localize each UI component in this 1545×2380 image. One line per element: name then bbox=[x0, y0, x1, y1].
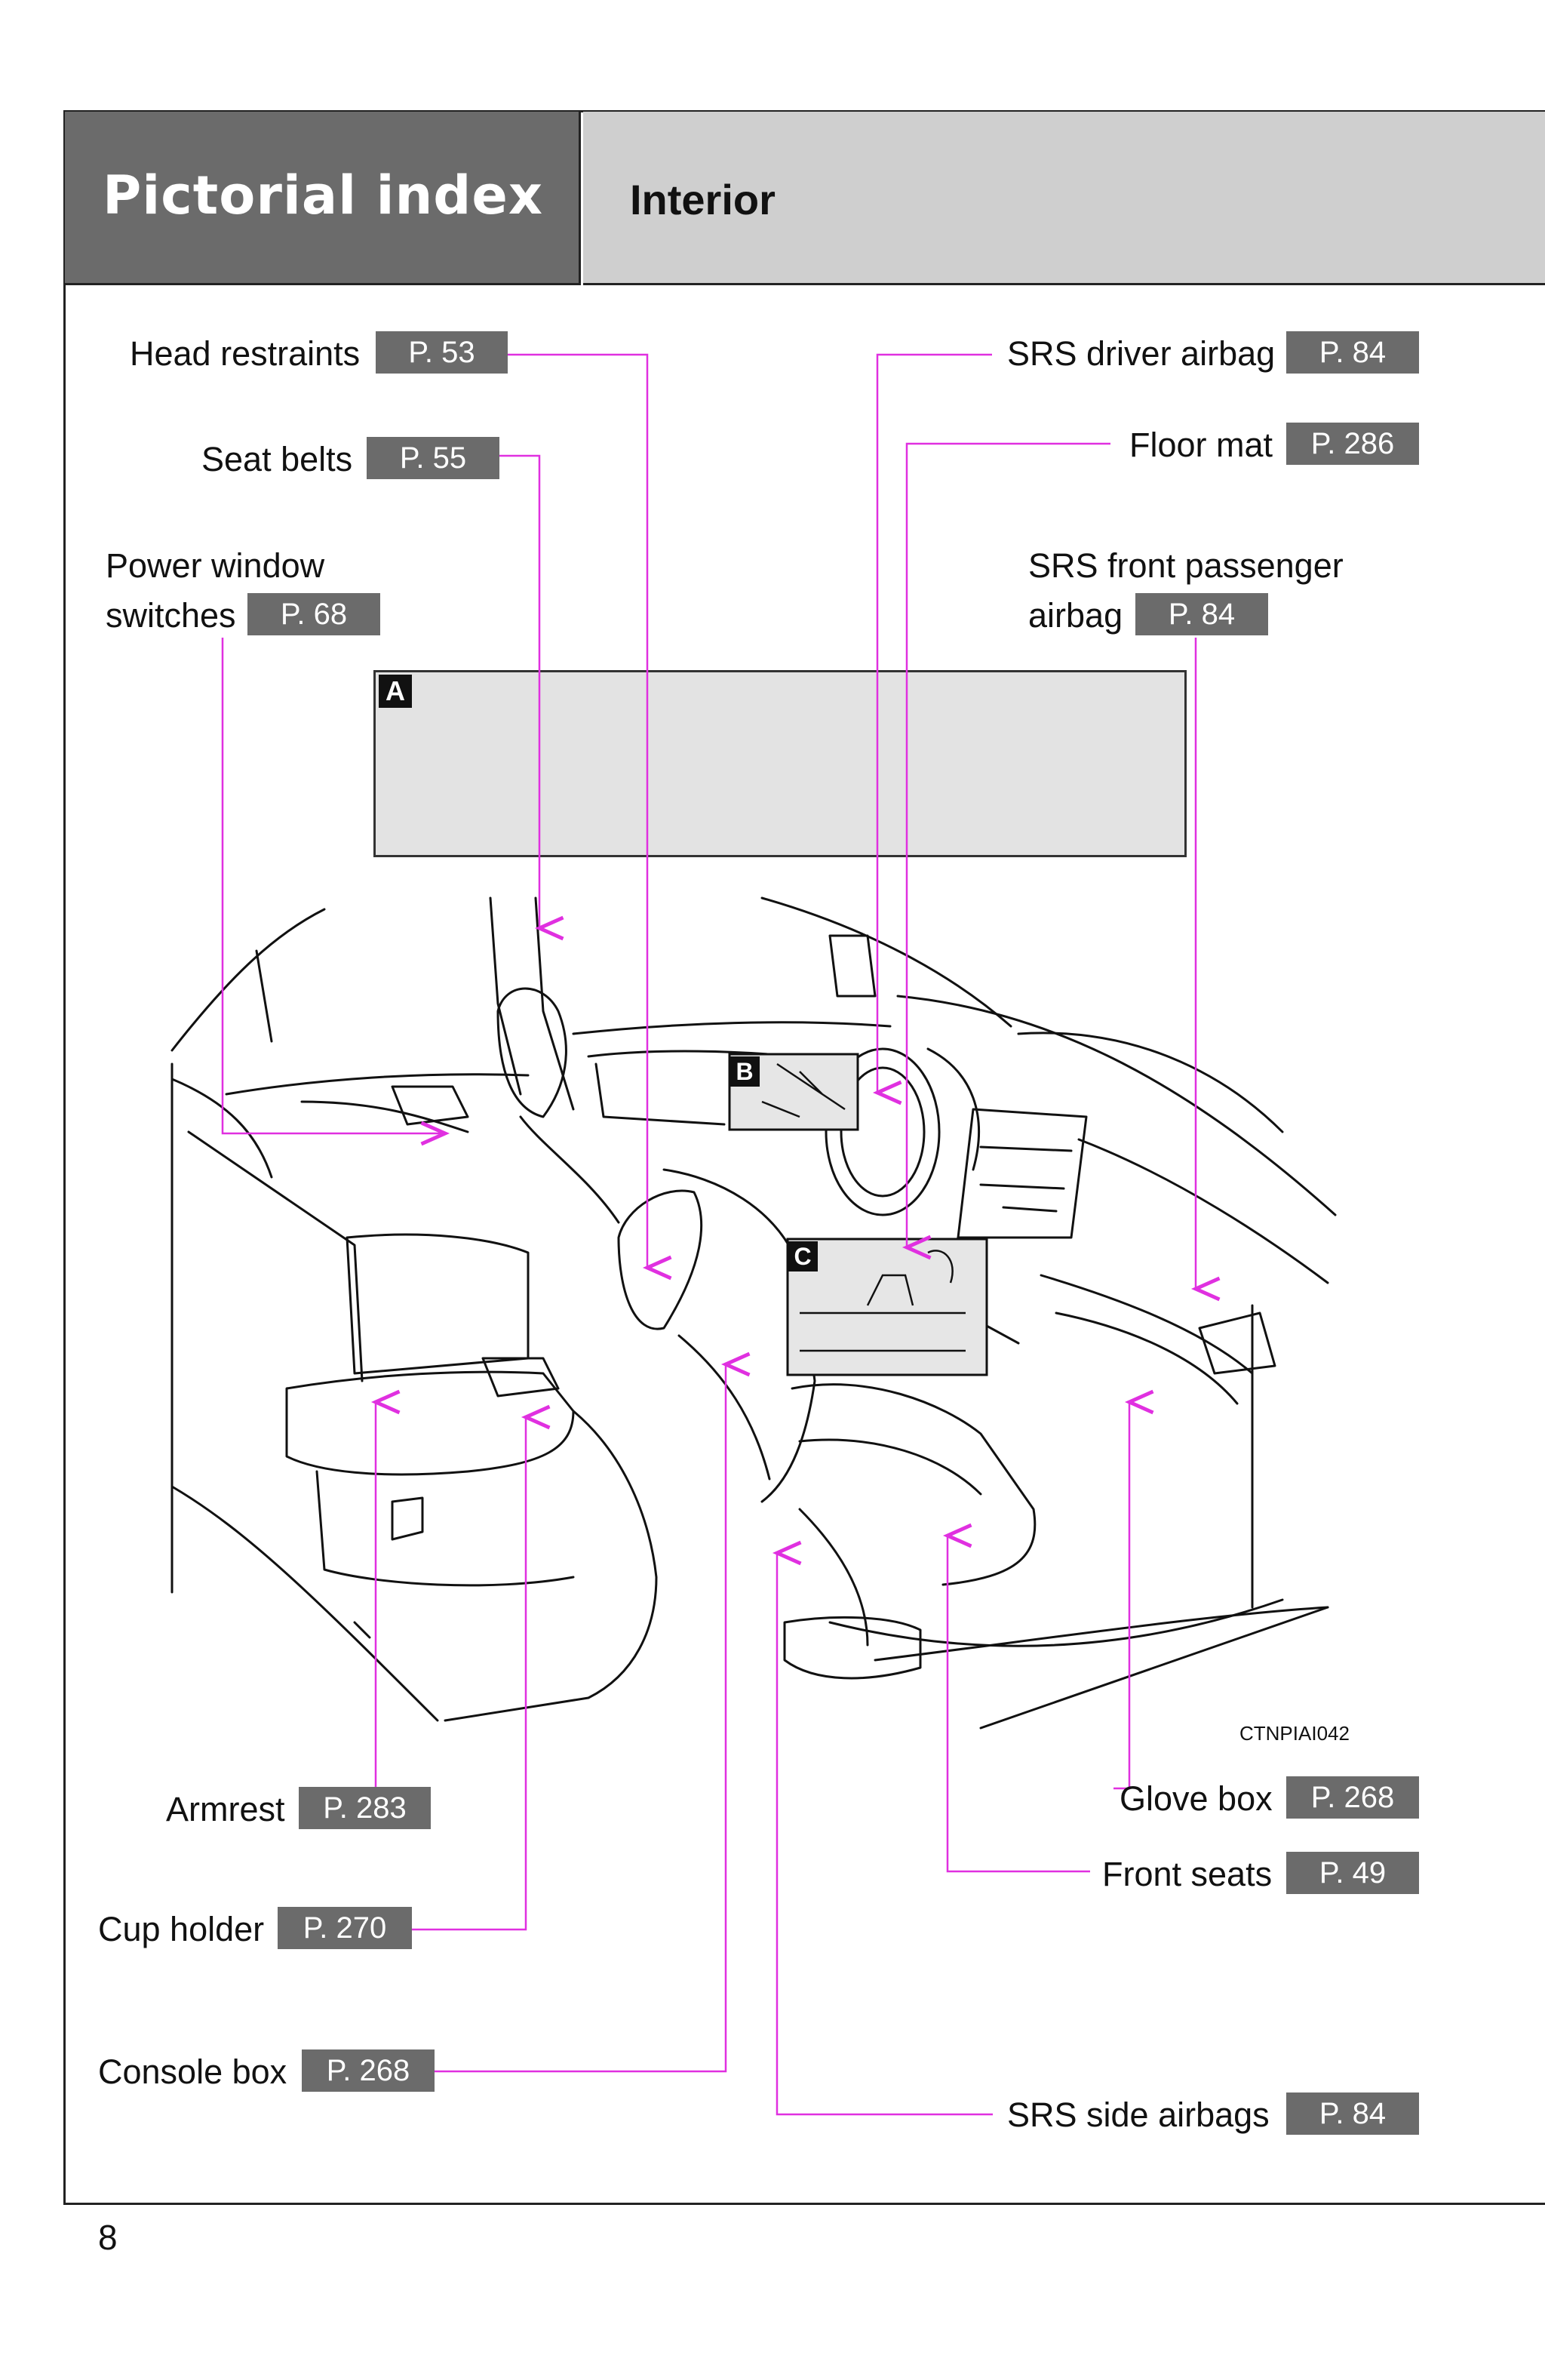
callout-power-window-label-1: Power window bbox=[106, 546, 325, 585]
callout-seat-belts-label: Seat belts bbox=[201, 440, 353, 478]
callout-console-box-page[interactable]: P. 268 bbox=[302, 2049, 435, 2092]
callout-seat-belts-page[interactable]: P. 55 bbox=[367, 437, 499, 479]
panel-a-letter: A bbox=[379, 675, 412, 708]
callout-cup-holder-label: Cup holder bbox=[98, 1910, 265, 1948]
section-title: Pictorial index bbox=[103, 165, 544, 226]
callout-cup-holder-page[interactable]: P. 270 bbox=[278, 1907, 412, 1949]
detail-panel-a bbox=[373, 670, 1187, 857]
callout-armrest-label: Armrest bbox=[166, 1790, 285, 1828]
callout-head-restraints-page[interactable]: P. 53 bbox=[376, 331, 508, 374]
panel-b-letter: B bbox=[729, 1056, 760, 1087]
header-subsection-box: Interior bbox=[583, 112, 1545, 285]
callout-glove-box-page[interactable]: P. 268 bbox=[1286, 1776, 1419, 1819]
callout-srs-front-passenger-page[interactable]: P. 84 bbox=[1135, 593, 1268, 635]
header-section-box: Pictorial index bbox=[65, 112, 581, 285]
callout-power-window-label-2: switches bbox=[106, 596, 236, 635]
page-frame bbox=[63, 110, 1545, 2205]
illustration-code: CTNPIAI042 bbox=[1239, 1722, 1350, 1745]
panel-c-letter: C bbox=[788, 1241, 818, 1271]
callout-front-seats-page[interactable]: P. 49 bbox=[1286, 1852, 1419, 1894]
callout-console-box-label: Console box bbox=[98, 2053, 287, 2091]
callout-srs-front-passenger-label-1: SRS front passenger bbox=[1028, 546, 1344, 585]
callout-armrest-page[interactable]: P. 283 bbox=[299, 1787, 431, 1829]
callout-glove-box-label: Glove box bbox=[1120, 1779, 1273, 1818]
callout-srs-side-airbags-label: SRS side airbags bbox=[1007, 2096, 1270, 2134]
callout-srs-driver-airbag-label: SRS driver airbag bbox=[1007, 334, 1276, 373]
callout-floor-mat-page[interactable]: P. 286 bbox=[1286, 423, 1419, 465]
callout-front-seats-label: Front seats bbox=[1102, 1855, 1273, 1893]
page-number: 8 bbox=[98, 2218, 118, 2257]
callout-power-window-page[interactable]: P. 68 bbox=[247, 593, 380, 635]
callout-srs-driver-airbag-page[interactable]: P. 84 bbox=[1286, 331, 1419, 374]
subsection-title: Interior bbox=[630, 176, 776, 223]
callout-srs-side-airbags-page[interactable]: P. 84 bbox=[1286, 2092, 1419, 2135]
callout-head-restraints-label: Head restraints bbox=[130, 334, 361, 373]
callout-srs-front-passenger-label-2: airbag bbox=[1028, 596, 1123, 635]
callout-floor-mat-label: Floor mat bbox=[1129, 426, 1273, 464]
